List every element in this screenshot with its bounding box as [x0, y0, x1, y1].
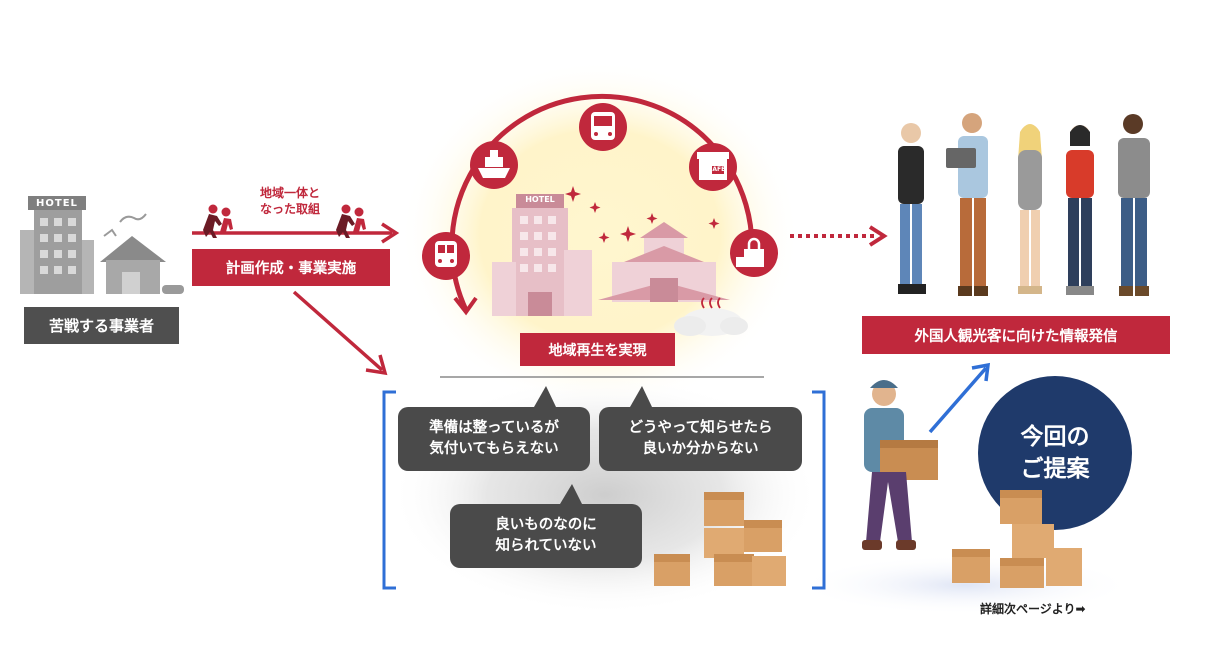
delivery-person-icon	[862, 380, 938, 550]
regional-revitalization-label: 地域再生を実現	[520, 333, 675, 366]
proposal-line2: ご提案	[1020, 456, 1090, 482]
bracket-right	[812, 390, 826, 590]
problem-bubble-3: 良いものなのに 知られていない	[450, 504, 642, 568]
details-next-page-note[interactable]: 詳細次ページより➡	[980, 602, 1086, 616]
hotel-building-icon	[492, 194, 592, 316]
problem-bubble-2: どうやって知らせたら 良いか分からない	[599, 407, 802, 471]
hot-spring-icon	[674, 297, 748, 336]
proposal-line1: 今回の	[1020, 424, 1090, 450]
house-icon	[100, 236, 184, 294]
train-icon	[422, 232, 470, 280]
problem-bubble-2-line2: 良いか分からない	[642, 441, 759, 457]
regional-effort-label: 地域一体と なった取組	[240, 185, 340, 217]
sparkles	[565, 186, 720, 243]
problem-bubble-1-line2: 気付いてもらえない	[429, 441, 559, 457]
cardboard-box-icon	[654, 492, 786, 586]
people-pair-icon	[336, 204, 366, 238]
plan-execution-label: 計画作成・事業実施	[192, 249, 390, 286]
problem-bubble-2-line1: どうやって知らせたら	[628, 420, 773, 436]
bracket-left	[382, 390, 396, 590]
hotel-sign-center: HOTEL	[525, 195, 555, 204]
struggling-business-label: 苦戦する事業者	[24, 307, 179, 344]
people-pair-icon	[203, 204, 233, 238]
ship-icon	[470, 141, 518, 189]
problem-bubble-1: 準備は整っているが 気付いてもらえない	[398, 407, 590, 471]
cafe-icon	[689, 143, 737, 191]
problem-bubble-3-line2: 知られていない	[495, 538, 597, 554]
hotel-building-icon	[20, 196, 94, 294]
hotel-sign-left: HOTEL	[36, 198, 78, 209]
regional-effort-line1: 地域一体と	[259, 186, 320, 200]
cafe-sign: CAFE	[708, 166, 726, 173]
cardboard-box-icon	[952, 490, 1082, 588]
bus-icon	[579, 103, 627, 151]
regional-effort-line2: なった取組	[259, 202, 320, 216]
foreign-tourist-info-label: 外国人観光客に向けた情報発信	[862, 316, 1170, 354]
castle-icon	[598, 222, 730, 302]
problem-bubble-3-line1: 良いものなのに	[495, 517, 597, 533]
problem-bubble-1-line1: 準備は整っているが	[429, 420, 559, 436]
shopping-bag-icon	[730, 229, 778, 277]
